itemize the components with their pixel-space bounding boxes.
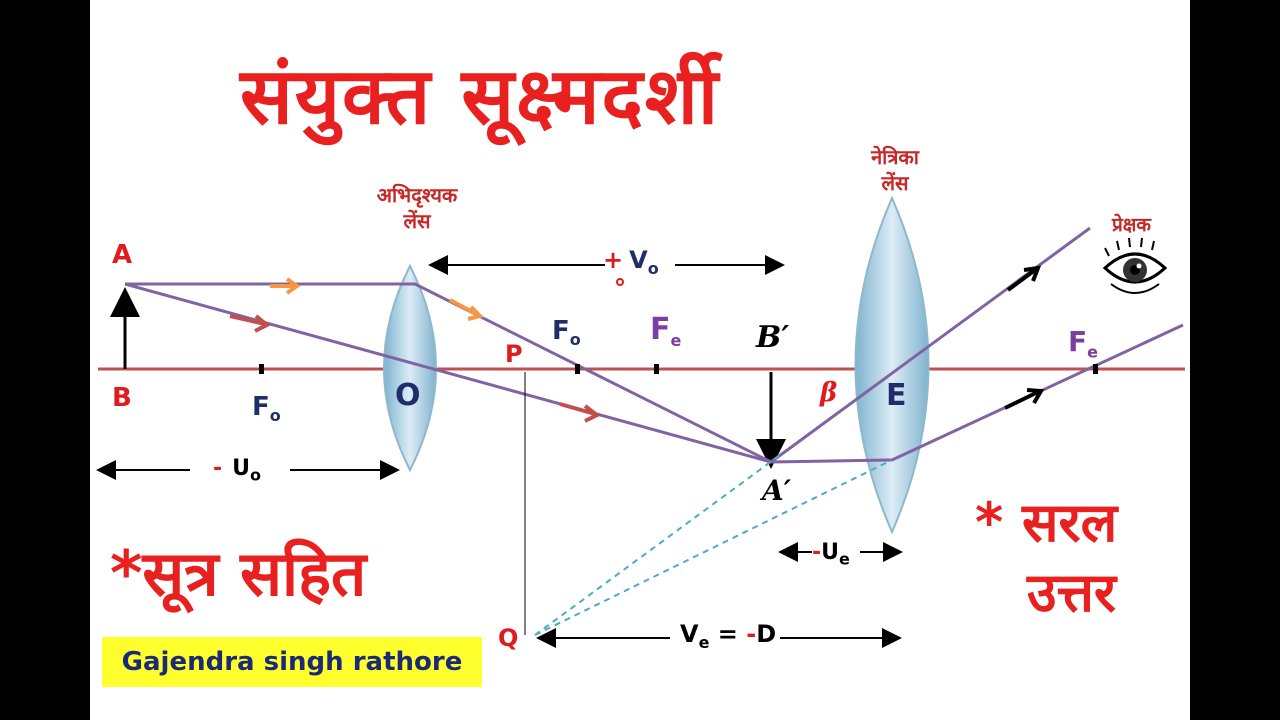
fo-left-sub: o [269,406,281,426]
black-arrow-2 [1004,388,1045,410]
ray-through-center [124,282,772,464]
fo-left-label: Fo [252,392,281,425]
uo-label: -Uo [213,456,261,484]
eyepiece-caption-line1: नेत्रिका [871,145,919,169]
objective-caption-line1: अभिदृश्यक [376,183,458,207]
objective-caption-line2: लेंस [403,209,431,233]
b-prime-label: B′ [756,320,790,355]
optics-diagram [96,195,1185,648]
beta-label: β [820,378,838,408]
ue-label: -Ue [812,540,850,568]
ue-sign: - [812,540,822,565]
diagram-canvas: संयुक्त सूक्ष्मदर्शी अभिदृश्यक लेंस नेत्… [90,0,1190,720]
fe-right-label: Fe [1068,325,1098,362]
fe-right-sub: e [1087,342,1098,362]
fe-tick-mid [654,364,659,374]
vo-letter: V [629,246,648,274]
objective-lens [383,263,437,473]
orange-arrow-1 [270,277,301,295]
page-title: संयुक्त सूक्ष्मदर्शी [240,52,721,142]
ve-d: D [756,620,777,648]
observer-label: प्रेक्षक [1112,214,1152,236]
eyepiece-lens-caption: नेत्रिका लेंस [830,144,960,196]
eyepiece-caption-line2: लेंस [881,171,909,195]
mark-dot [616,278,624,286]
vo-label: +Vo [603,246,659,278]
fe-tick-right [1093,364,1098,374]
ve-label: Ve = -D [680,620,776,652]
fe-right-letter: F [1068,325,1088,358]
ve-sign: - [746,620,757,648]
fe-mid-label: Fe [650,312,681,350]
fe-mid-letter: F [650,312,671,347]
fo-left-letter: F [252,392,270,422]
virtual-ray-1 [534,454,781,636]
ue-letter: U [821,540,840,565]
formula-text: *सूत्र सहित [110,537,367,610]
point-a-label: A [112,240,133,270]
point-q-label: Q [498,624,519,652]
point-p-label: P [505,340,523,368]
point-o-label: O [395,378,421,413]
point-b-label: B [112,383,132,413]
fo-right-label: Fo [552,316,581,349]
uo-sign: - [213,456,223,481]
orange-arrow-2 [449,298,484,321]
ray-eyepiece-upper [770,226,1091,464]
objective-lens-caption: अभिदृश्यक लेंस [342,182,492,234]
simple-answer-line1: * सरल [975,491,1118,554]
ve-equals: = [709,620,747,648]
black-arrow-1 [1006,265,1042,292]
eyepiece-lens [854,195,930,535]
fo-tick-left [259,364,264,374]
ray-parallel [125,282,772,464]
author-badge: Gajendra singh rathore [102,637,482,687]
simple-answer-line2: उत्तर [1027,561,1116,624]
red-arrow-1 [229,314,271,333]
red-arrow-2 [559,402,601,423]
a-prime-label: A′ [762,474,792,507]
fo-right-letter: F [552,316,570,346]
uo-letter: U [232,456,251,481]
ve-letter: V [680,620,699,648]
fe-mid-sub: e [670,331,682,350]
ue-sub: e [839,549,850,569]
ve-sub: e [698,632,710,652]
uo-sub: o [250,465,262,485]
vo-sign: + [603,246,624,274]
eye-icon [1102,237,1168,294]
vo-sub: o [647,258,659,278]
point-e-label: E [886,378,907,413]
virtual-ray-2 [534,459,893,636]
fo-right-sub: o [569,330,581,350]
fo-tick-right [575,364,580,374]
